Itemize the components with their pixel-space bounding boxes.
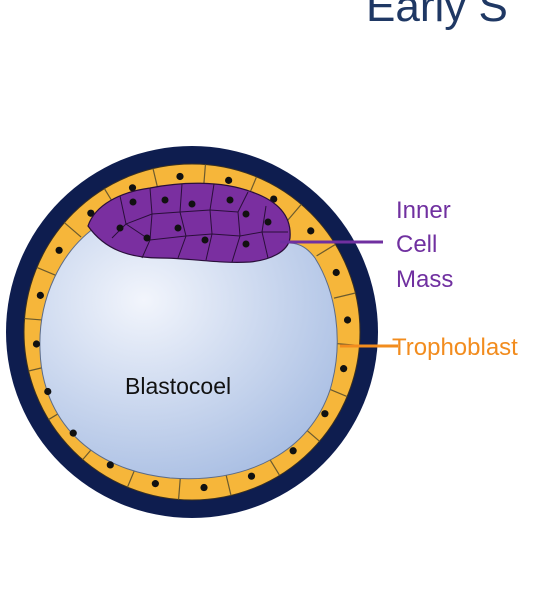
blastocoel-label: Blastocoel: [125, 373, 231, 399]
trophoblast-nucleus: [36, 291, 44, 299]
trophoblast-nucleus: [321, 410, 329, 418]
inner-cell-mass-label-line3: Mass: [396, 266, 453, 293]
trophoblast-nucleus: [340, 365, 348, 373]
blastocoel-cavity: [39, 223, 338, 480]
trophoblast-nucleus: [128, 184, 137, 192]
page-title: Early S: [366, 0, 508, 31]
trophoblast-nucleus: [176, 172, 184, 181]
trophoblast-nucleus: [225, 176, 233, 184]
trophoblast-label: Trophoblast: [392, 334, 518, 361]
trophoblast-nucleus: [247, 472, 256, 480]
trophoblast-cell-border: [36, 266, 58, 277]
trophoblast-cell-border: [177, 477, 181, 500]
inner-cell-mass-label-line1: Inner: [396, 197, 451, 224]
trophoblast-nucleus: [69, 429, 77, 437]
trophoblast-nuclei: [32, 172, 352, 492]
trophoblast-nucleus: [289, 447, 297, 455]
trophoblast-cell-border: [286, 204, 302, 222]
trophoblast-cell-border: [333, 292, 356, 299]
trophoblast-nucleus: [87, 209, 95, 217]
trophoblast-nucleus: [270, 195, 278, 203]
trophoblast-nucleus: [32, 340, 41, 348]
trophoblast-cell-border: [316, 243, 336, 257]
inner-cell-mass: [87, 182, 291, 263]
trophoblast-nucleus: [151, 480, 159, 488]
trophoblast-nucleus: [55, 246, 63, 254]
inner-cell-mass-label-line2: Cell: [396, 231, 437, 258]
trophoblast-nucleus: [343, 316, 352, 324]
trophoblast-cell-border: [64, 222, 82, 238]
trophoblast-nucleus: [307, 227, 315, 235]
trophoblast-cell-border: [225, 473, 232, 496]
trophoblast-nucleus: [332, 268, 340, 277]
trophoblast-nucleus: [200, 483, 208, 492]
trophoblast-nucleus: [106, 461, 114, 469]
trophoblast-nucleus: [44, 387, 52, 396]
